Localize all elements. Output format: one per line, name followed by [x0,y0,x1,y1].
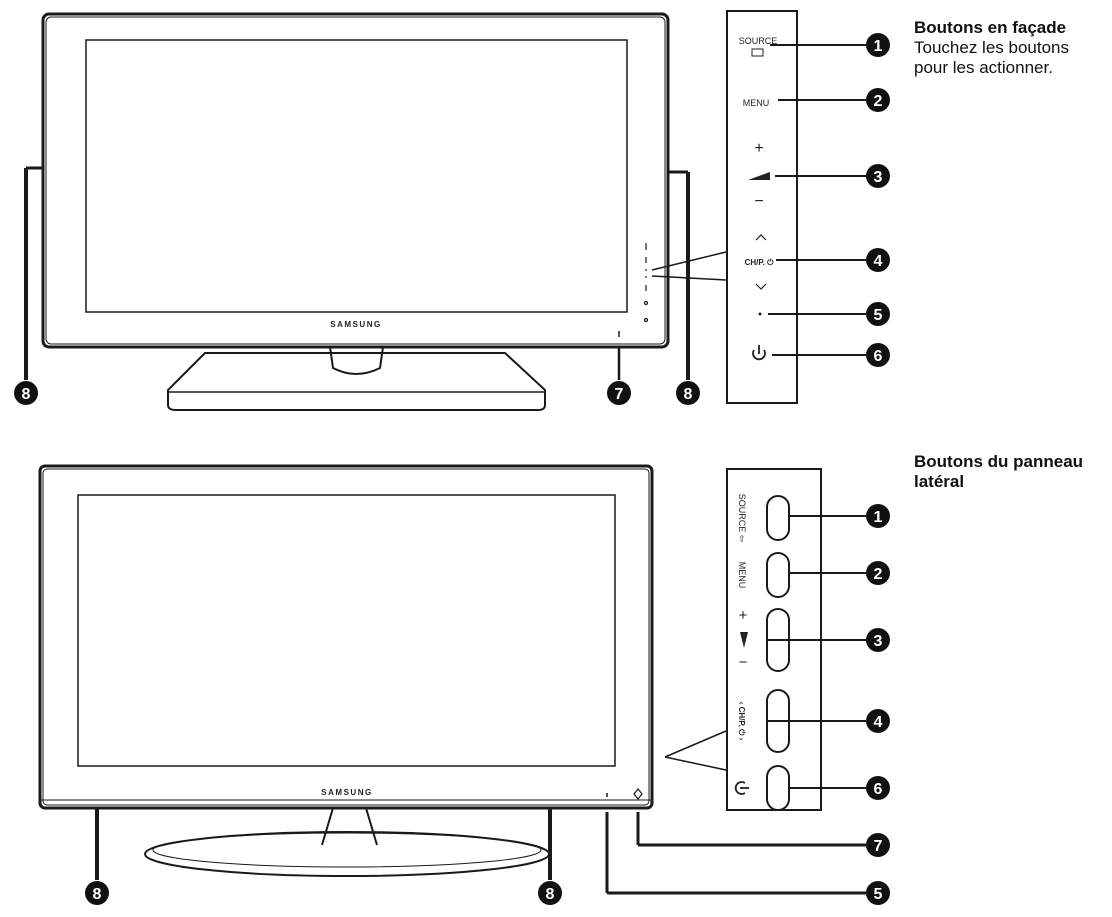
bottom-panel-minus-label: − [739,654,748,671]
top-caption-line2: pour les actionner. [914,58,1053,77]
top-panel-sensor-dot [758,312,762,316]
top-caption-title: Boutons en façade [914,18,1067,37]
bottom-callout-4: 4 [866,709,890,733]
svg-text:8: 8 [684,386,693,403]
svg-text:1: 1 [874,38,883,55]
svg-text:8: 8 [22,386,31,403]
top-panel-minus-label: − [754,193,763,210]
top-callout-8-right: 8 [676,381,700,405]
top-callout-5: 5 [866,302,890,326]
bottom-callout-3: 3 [866,628,890,652]
top-panel-volume-icon [748,172,770,180]
bottom-callout-2: 2 [866,561,890,585]
bottom-caption-title-line1: Boutons du panneau [914,452,1084,471]
top-panel-power-icon [752,345,766,361]
svg-text:5: 5 [874,886,883,903]
top-panel-down-chevron-icon [755,283,767,290]
bottom-power-button[interactable] [766,765,790,811]
bottom-panel-source-label: SOURCE ⇦ [737,494,747,543]
top-bezel-button-marks [643,243,649,323]
top-caption-line1: Touchez les boutons [914,38,1069,57]
svg-text:7: 7 [615,386,624,403]
svg-text:3: 3 [874,169,883,186]
bottom-callout-8-left: 8 [85,881,109,905]
top-tv-screen [85,39,628,313]
svg-text:8: 8 [93,886,102,903]
top-panel-ch-label: CH/P. ⏻ [745,258,775,267]
top-caption: Boutons en façade Touchez les boutons po… [914,18,1069,78]
top-tv-neck [329,346,384,375]
top-callout-8-left: 8 [14,381,38,405]
svg-text:8: 8 [546,886,555,903]
bottom-panel-ch-label: ‹ CH/P. ⏻ › [737,702,746,741]
svg-text:4: 4 [874,253,883,270]
bottom-source-button[interactable] [766,495,790,541]
bottom-tv-screen [77,494,616,767]
svg-text:2: 2 [874,93,883,110]
svg-text:1: 1 [874,509,883,526]
top-panel-source-icon [751,48,764,57]
bottom-caption-title-line2: latéral [914,472,965,491]
top-callout-6: 6 [866,343,890,367]
bottom-callout-8-right: 8 [538,881,562,905]
top-tv-brand: SAMSUNG [330,320,381,329]
svg-text:3: 3 [874,633,883,650]
bottom-panel-power-icon [734,781,749,795]
bottom-tv-neck [321,807,378,846]
bottom-caption: Boutons du panneau latéral [914,452,1083,492]
top-panel-plus-label: + [754,140,763,157]
bottom-callout-6: 6 [866,776,890,800]
top-callout-2: 2 [866,88,890,112]
bottom-panel-volume-icon [740,632,748,648]
svg-text:7: 7 [874,838,883,855]
top-tv-bezel [41,12,670,349]
top-button-panel: SOURCE MENU + − CH/P. ⏻ [726,10,798,404]
top-callout-1: 1 [866,33,890,57]
bottom-tv [38,464,866,895]
top-callout-leaders [768,44,866,356]
svg-text:2: 2 [874,566,883,583]
bottom-callout-7: 7 [866,833,890,857]
bottom-callout-leaders [789,515,866,789]
svg-text:5: 5 [874,307,883,324]
top-panel-source-label: SOURCE [739,36,778,46]
top-callout-7: 7 [607,381,631,405]
bottom-panel-plus-label: + [739,607,748,624]
top-panel-menu-label: MENU [743,98,770,108]
svg-text:4: 4 [874,714,883,731]
top-callout-3: 3 [866,164,890,188]
top-panel-up-chevron-icon [755,234,767,241]
top-tv [24,12,727,411]
svg-text:6: 6 [874,781,883,798]
svg-text:6: 6 [874,348,883,365]
bottom-callout-1: 1 [866,504,890,528]
top-callout-4: 4 [866,248,890,272]
top-tv-stand [167,352,546,411]
bottom-menu-button[interactable] [766,552,790,598]
bottom-panel-menu-label: MENU [737,562,747,589]
bottom-callout-5: 5 [866,881,890,905]
bottom-tv-bezel [38,464,654,810]
bottom-tv-brand: SAMSUNG [321,788,372,797]
callout-markers: 1 2 3 4 5 6 7 8 8 1 2 3 4 6 7 5 8 8 [14,33,890,905]
